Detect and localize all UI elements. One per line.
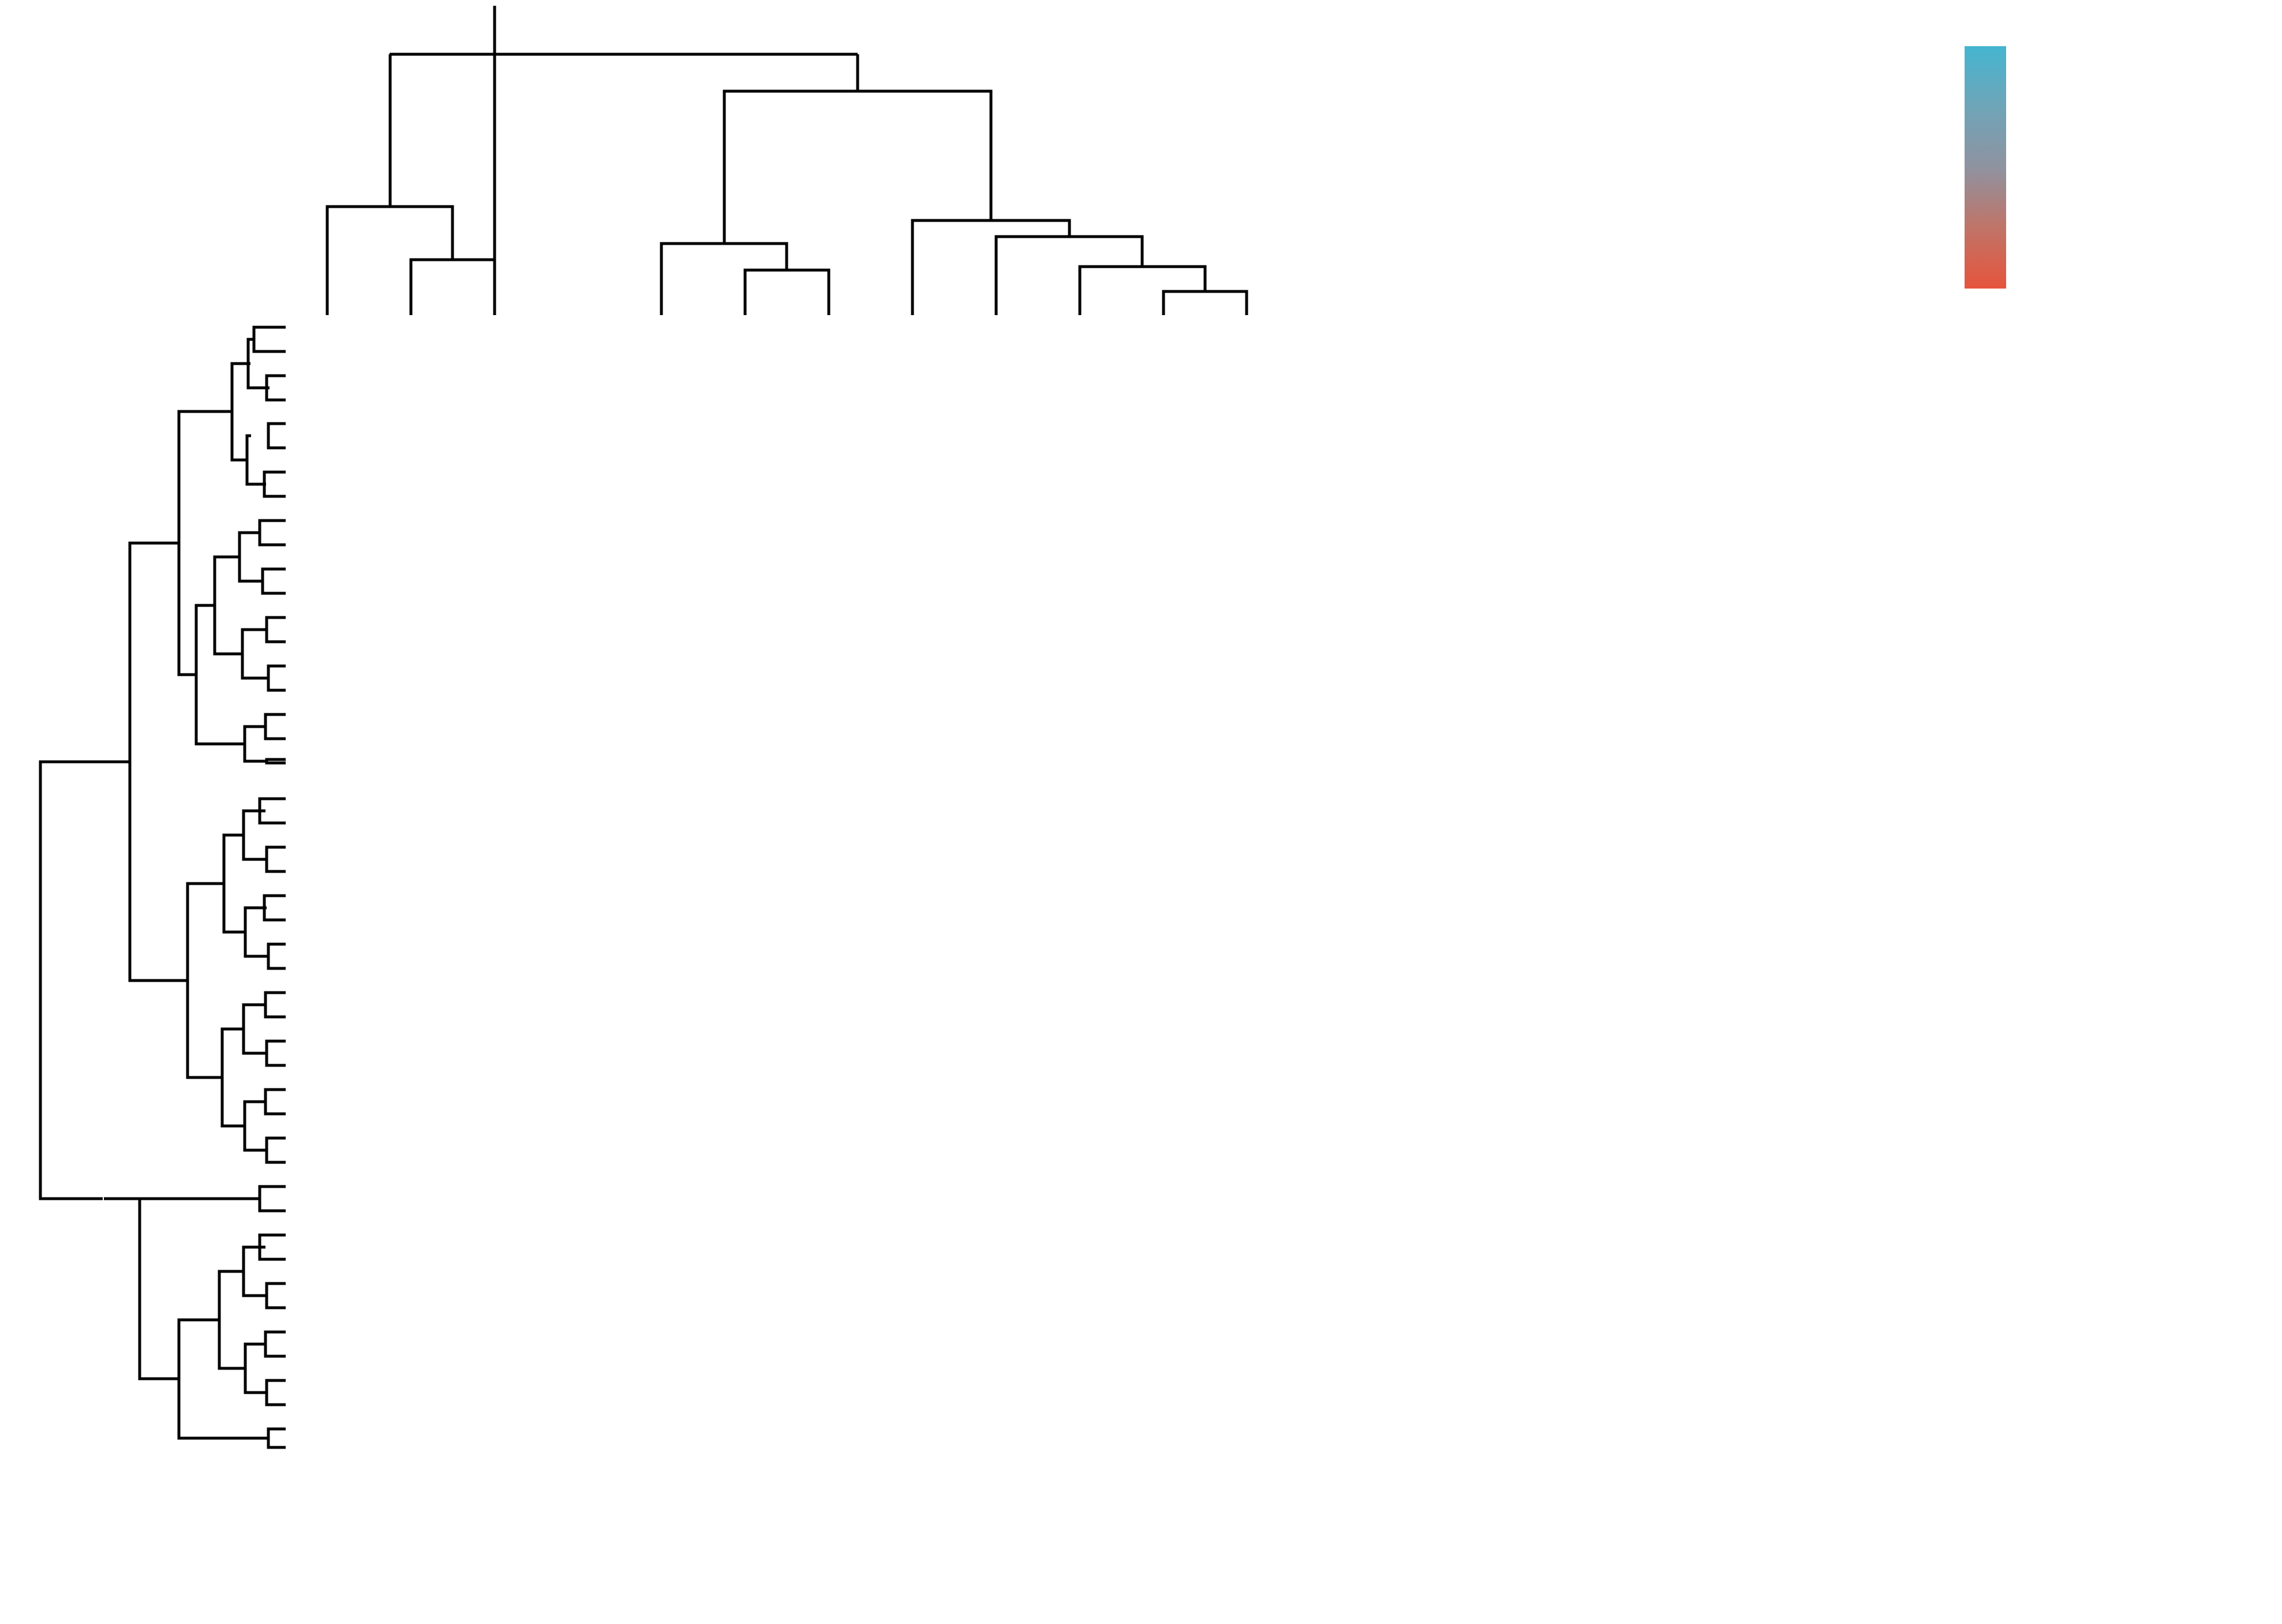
row-dendrogram [6,315,286,1452]
column-label-list [286,1457,1289,1624]
column-dendrogram [286,6,1289,315]
colorbar-gradient [1965,46,2006,289]
